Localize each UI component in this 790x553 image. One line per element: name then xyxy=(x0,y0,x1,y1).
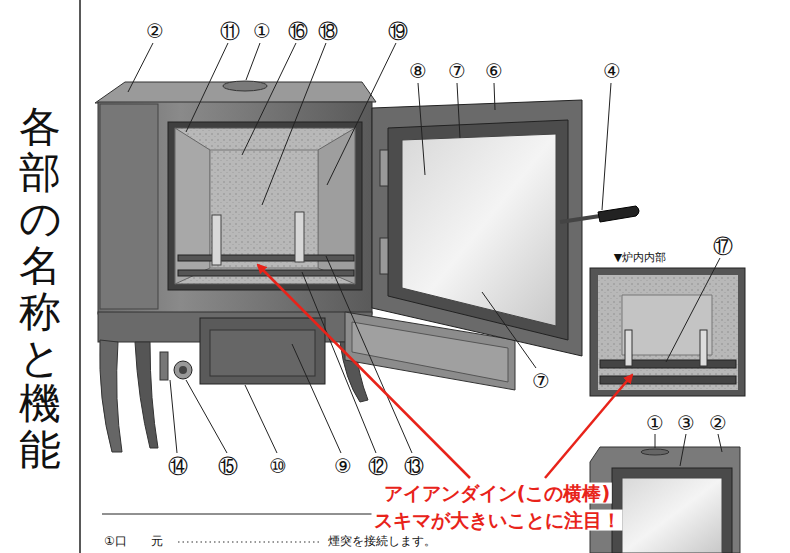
spec-text: 煙突を接続します。 xyxy=(328,535,436,548)
callout-number: ⑦ xyxy=(532,370,550,392)
callout-number: ④ xyxy=(603,60,621,82)
callout-number: ⑫ xyxy=(368,455,388,477)
callout-number: ⑥ xyxy=(485,60,503,82)
spec-item: ①口 元 xyxy=(104,535,163,548)
callout-number: ③ xyxy=(677,412,695,434)
callout-number: ① xyxy=(646,412,664,434)
callout-number: ⑪ xyxy=(220,20,240,42)
callout-number: ⑭ xyxy=(168,455,188,477)
callout-number: ② xyxy=(709,412,727,434)
callout-number: ⑦ xyxy=(448,60,466,82)
callout-number: ⑧ xyxy=(409,60,427,82)
callout-number: ⑬ xyxy=(404,455,424,477)
annotation-note: アイアンダイン(この横棒) xyxy=(382,483,612,504)
callout-number: ⑰ xyxy=(713,235,733,257)
callout-number: ⑨ xyxy=(334,455,352,477)
callout-number: ⑲ xyxy=(388,20,408,42)
annotation-note: スキマが大きいことに注目！ xyxy=(372,510,623,531)
vertical-title: 各部の名称と機能 xyxy=(19,104,61,474)
inset-caption: ▼炉内内部 xyxy=(614,252,666,264)
callout-number: ⑮ xyxy=(218,455,238,477)
callout-number: ⑩ xyxy=(269,455,287,477)
callout-number: ⑯ xyxy=(288,20,308,42)
callout-number: ① xyxy=(253,20,271,42)
callout-number: ② xyxy=(146,20,164,42)
callout-number: ⑱ xyxy=(318,20,338,42)
